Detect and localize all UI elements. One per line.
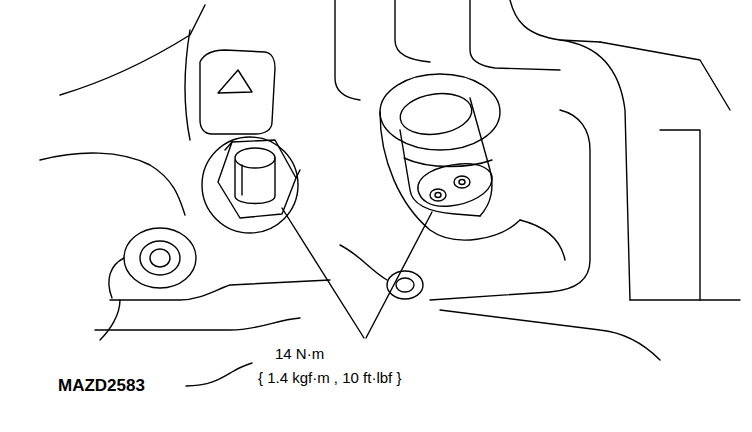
figure-code: MAZD2583 [58, 377, 145, 395]
torque-value: 14 N·m [275, 345, 324, 363]
torque-conversion: { 1.4 kgf·m , 10 ft·lbf } [258, 369, 401, 387]
